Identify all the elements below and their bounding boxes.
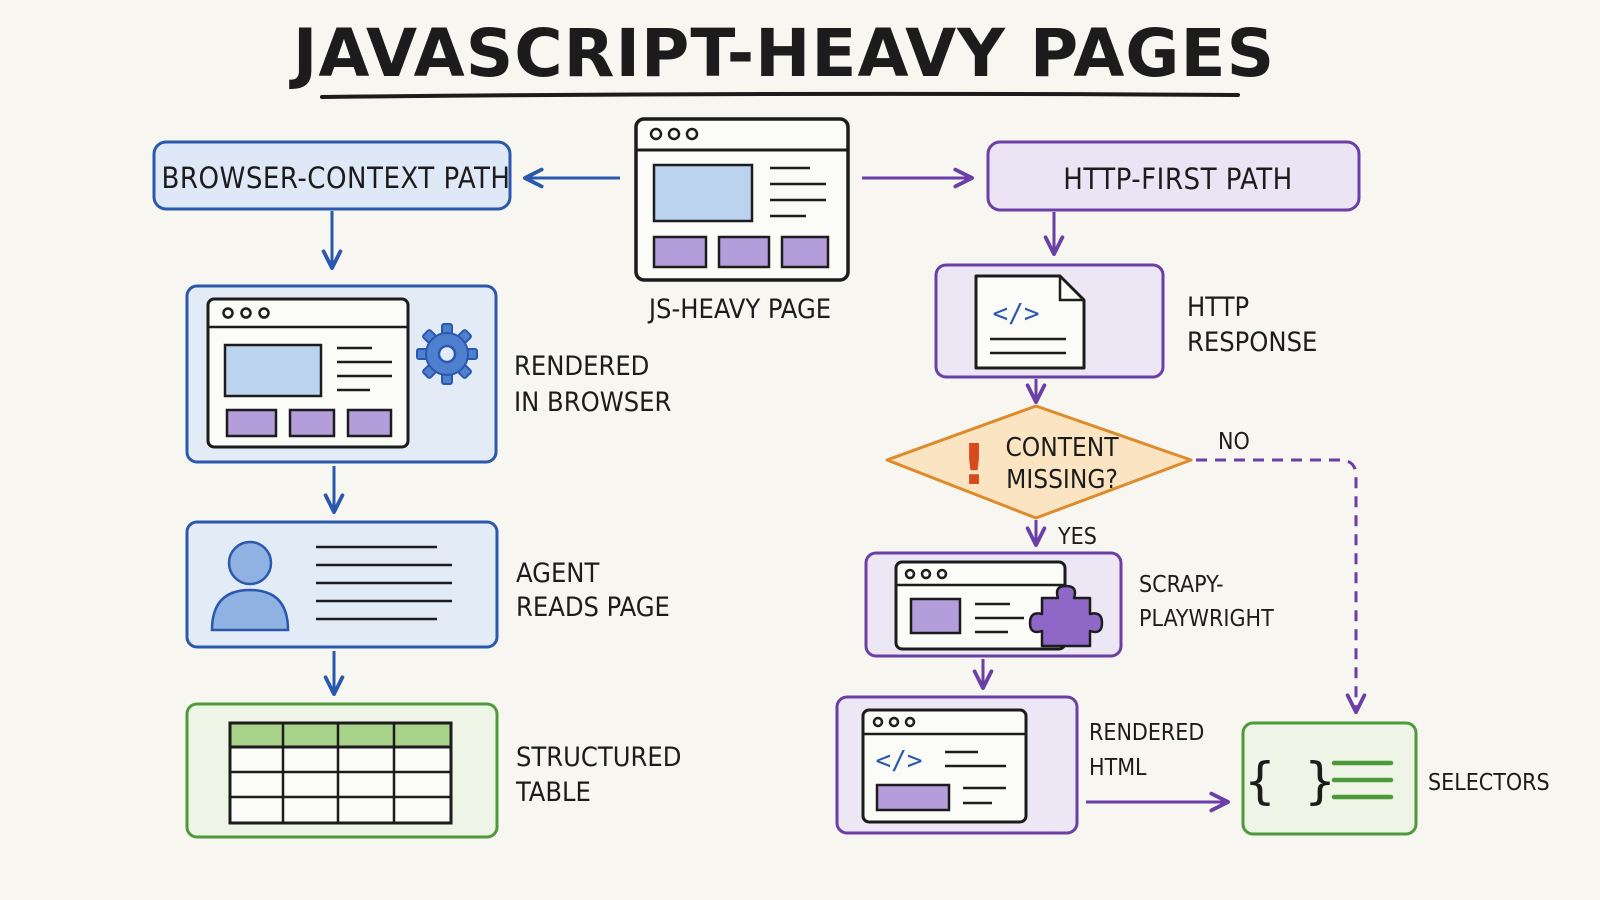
content-blocks [652,235,830,269]
user-avatar-icon [210,540,290,632]
rendered-in-browser-node: RENDERED IN BROWSER [185,284,671,464]
text-lines-icon [337,346,392,392]
puzzle-piece-icon [1028,584,1104,648]
rendered-in-browser-label-line2: IN BROWSER [514,387,671,418]
structured-table-label-line2: TABLE [515,777,591,808]
http-response-node: </> HTTP RESPONSE [934,263,1317,379]
agent-reads-page-label-line2: READS PAGE [516,592,670,623]
scrapy-playwright-node: SCRAPY- PLAYWRIGHT [864,551,1274,658]
content-blocks [225,408,393,438]
text-lines-icon [316,545,452,621]
js-heavy-page-label: JS-HEAVY PAGE [647,294,831,325]
scrapy-playwright-label-line1: SCRAPY- [1139,572,1224,598]
text-lines-icon [945,750,1006,805]
text-lines-icon [975,602,1024,634]
http-first-path-header: HTTP-FIRST PATH [986,140,1361,212]
window-dots-icon [904,568,948,580]
selectors-node: { } SELECTORS [1241,721,1550,836]
js-heavy-page-node: JS-HEAVY PAGE [634,117,850,325]
rendered-html-label-line2: HTML [1089,755,1147,781]
yes-branch-label: YES [1057,524,1097,550]
arrow-no-to-selectors [1196,458,1367,714]
code-glyph: </> [993,299,1040,329]
http-response-label-line2: RESPONSE [1187,327,1317,358]
rendered-html-label-line1: RENDERED [1089,720,1204,746]
code-file-icon: </> [974,274,1086,370]
window-dots-icon [872,716,916,728]
image-block [909,597,962,635]
code-glyph: </> [876,746,923,776]
scrapy-playwright-label-line2: PLAYWRIGHT [1139,606,1274,632]
image-block [223,343,323,398]
decision-label-line1: CONTENT [1005,433,1119,463]
selectors-label: SELECTORS [1428,770,1550,796]
browser-context-path-header: BROWSER-CONTEXT PATH [152,140,512,211]
agent-reads-page-label-line1: AGENT [516,558,599,589]
gear-icon [416,323,478,385]
browser-context-path-label: BROWSER-CONTEXT PATH [161,161,510,195]
no-branch-label: NO [1218,429,1250,455]
warning-icon: ! [961,433,987,498]
structured-table-node: STRUCTURED TABLE [185,702,681,839]
table-icon [228,721,453,825]
decision-label-line2: MISSING? [1006,465,1118,495]
content-block [875,783,951,812]
rendered-html-node: </> RENDERED HTML [835,695,1204,835]
http-response-label-line1: HTTP [1187,292,1249,323]
text-lines-icon [770,166,826,218]
content-missing-decision: ! CONTENT MISSING? [885,404,1193,520]
agent-reads-page-node: AGENT READS PAGE [185,520,670,649]
image-block [652,163,754,223]
title-underline [320,91,1240,99]
braces-icon: { } [1245,752,1335,810]
window-dots-icon [649,127,699,141]
http-first-path-label: HTTP-FIRST PATH [1063,162,1293,196]
text-lines-icon [1331,760,1394,800]
window-dots-icon [222,307,270,319]
page-title: JAVASCRIPT-HEAVY PAGES [289,15,1275,92]
structured-table-label-line1: STRUCTURED [516,742,681,773]
rendered-in-browser-label-line1: RENDERED [514,351,649,382]
